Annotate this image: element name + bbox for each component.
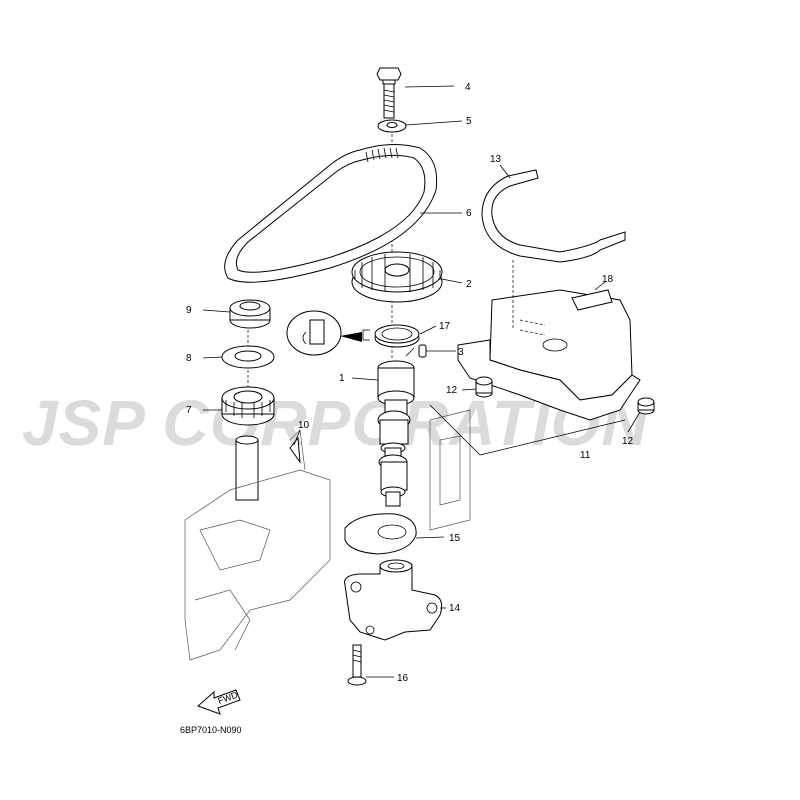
callout-12a: 12 (446, 385, 458, 396)
part-9-nut[interactable] (229, 299, 271, 329)
callout-4: 4 (465, 82, 471, 93)
part-18-label[interactable] (571, 289, 613, 311)
callout-18: 18 (602, 274, 614, 285)
seal-detail-bubble (286, 310, 362, 356)
part-7-crank-pulley[interactable] (221, 386, 275, 426)
callout-5: 5 (466, 116, 472, 127)
part-11-cover[interactable] (429, 260, 641, 456)
callout-15: 15 (449, 533, 461, 544)
part-14-oil-pump[interactable] (344, 559, 443, 641)
callout-7: 7 (186, 405, 192, 416)
callout-10: 10 (298, 420, 310, 431)
part-12-grommet-a[interactable] (475, 376, 493, 398)
callout-3: 3 (458, 347, 464, 358)
fwd-arrow-icon: FWD (197, 689, 241, 715)
callout-6: 6 (466, 208, 472, 219)
callout-9: 9 (186, 305, 192, 316)
callout-8: 8 (186, 353, 192, 364)
callout-2: 2 (466, 279, 472, 290)
part-3-dowel-pin[interactable] (405, 344, 427, 358)
part-8-plate[interactable] (221, 345, 275, 369)
part-17-oil-seal[interactable] (362, 324, 420, 348)
part-2-cam-pulley[interactable] (351, 251, 443, 303)
part-12-grommet-b[interactable] (637, 397, 655, 415)
callout-16: 16 (397, 673, 409, 684)
part-4-bolt[interactable] (376, 67, 402, 119)
part-13-hose[interactable] (481, 169, 626, 263)
part-15-gasket[interactable] (344, 513, 417, 555)
diagram-code: 6BP7010-N090 (180, 725, 242, 735)
callout-13: 13 (490, 154, 502, 165)
part-5-washer[interactable] (377, 119, 407, 133)
callout-17: 17 (439, 321, 451, 332)
callout-leaders (202, 85, 641, 678)
part-6-timing-belt[interactable] (224, 144, 438, 283)
callout-12b: 12 (622, 436, 634, 447)
callout-11: 11 (580, 450, 591, 461)
part-1-camshaft[interactable] (377, 360, 415, 507)
part-16-bolt[interactable] (347, 644, 367, 686)
part-10-engine-block (184, 409, 471, 661)
callout-14: 14 (449, 603, 461, 614)
callout-1: 1 (339, 373, 345, 384)
